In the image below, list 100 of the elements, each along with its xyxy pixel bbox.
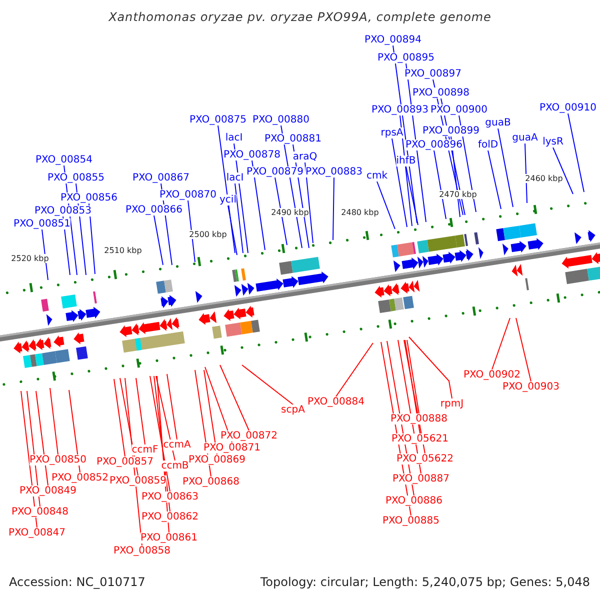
gene-label: PXO_00880 (252, 114, 310, 126)
scale-label: 2480 kbp (341, 208, 379, 216)
gene-label: PXO_00857 (96, 456, 154, 468)
leader-line (400, 115, 412, 226)
gene-label: PXO_00853 (34, 206, 92, 216)
leader-line (498, 128, 514, 208)
footer-text: Accession: NC_010717 (9, 575, 146, 589)
gene-label: ccmB (161, 460, 189, 472)
gene-label: PXO_00885 (382, 516, 440, 526)
gene-label: guaA (512, 132, 538, 144)
gene-label: lacI (225, 132, 243, 144)
leader-line (154, 215, 164, 266)
gene-label: PXO_00899 (422, 126, 480, 136)
leader-line (392, 138, 408, 228)
gene-label: PXO_00878 (224, 150, 280, 160)
gene-label: ycil (220, 194, 236, 206)
gene-label: PXO_00881 (264, 134, 322, 144)
leader-line (336, 342, 374, 397)
gene-label: ccmA (163, 440, 191, 450)
scale-label: 2460 kbp (525, 174, 563, 182)
gene-label: PXO_00848 (12, 506, 68, 518)
gene-label: rpsA (380, 128, 404, 138)
leader-line (156, 376, 176, 461)
leader-line (404, 340, 420, 434)
gene-label: PXO_00900 (430, 104, 488, 116)
gene-label: PXO_00888 (390, 414, 448, 424)
gene-label: araQ (292, 152, 318, 162)
leader-line (136, 378, 146, 445)
leader-line (252, 160, 266, 250)
footer-text: Topology: circular; Length: 5,240,075 bp; Genes: 5,048 (260, 575, 590, 589)
leader-line (50, 388, 58, 455)
gene-label: PXO_00856 (60, 192, 118, 204)
gene-label: PXO_00852 (52, 472, 108, 484)
gene-label: PXO_00866 (126, 204, 182, 216)
gene-label: guaB (485, 118, 511, 128)
gene-label: PXO_00870 (160, 190, 216, 200)
gene-label: PXO_00886 (386, 496, 442, 506)
leader-line (220, 364, 250, 431)
leader-line (488, 150, 502, 210)
leader-line (406, 340, 420, 414)
leader-line (274, 177, 288, 246)
gene-label: lacI (226, 172, 244, 184)
leader-line (492, 318, 510, 370)
gene-label: PXO_00896 (406, 140, 462, 150)
leader-line (234, 183, 244, 254)
leader-line (218, 125, 236, 254)
leader-line (114, 378, 126, 457)
gene-label: PXO_00897 (404, 68, 462, 80)
leader-line (150, 376, 170, 492)
gene-label: PXO_00883 (306, 166, 362, 178)
gene-label: PXO_00847 (8, 528, 66, 538)
gene-label: PXO_00855 (48, 172, 104, 184)
gene-label: PXO_00871 (204, 442, 260, 454)
leader-line (434, 150, 446, 220)
gene-label: PXO_00879 (246, 166, 304, 178)
gene-label: rpmJ (440, 398, 464, 410)
scale-label: 2510 kbp (104, 246, 142, 254)
gene-label: PXO_00875 (190, 114, 246, 126)
gene-label: ccmF (132, 444, 158, 456)
gene-label: PXO_00850 (30, 454, 86, 466)
leader-line (568, 113, 584, 192)
leader-line (188, 200, 196, 262)
gene-label: PXO_00859 (110, 476, 166, 486)
gene-label: PXO_00872 (220, 430, 278, 442)
scale-label: 2500 kbp (189, 230, 227, 238)
scale-label: 2470 kbp (439, 190, 477, 198)
leader-line (166, 374, 178, 440)
leader-line (304, 162, 314, 244)
leader-line (332, 177, 334, 240)
leader-line (36, 390, 48, 486)
leader-line (234, 143, 248, 254)
leader-line (242, 364, 294, 405)
gene-label: scpA (281, 404, 305, 416)
gene-label: PXO_00862 (142, 512, 198, 522)
gene-label: PXO_05622 (396, 454, 454, 464)
leader-line (204, 370, 218, 455)
gene-label: PXO_00910 (540, 102, 596, 114)
leader-line (88, 203, 96, 274)
gene-label: PXO_00854 (36, 154, 92, 166)
gene-label: PXO_00869 (188, 454, 246, 466)
gene-label: PXO_00851 (14, 218, 70, 230)
gene-label: PXO_00903 (502, 382, 560, 392)
gene-label: ihfB (396, 156, 416, 166)
title: Xanthomonas oryzae pv. oryzae PXO99A, complete genome (108, 10, 492, 24)
gene-label: PXO_00861 (140, 532, 198, 544)
scale-label: 2490 kbp (271, 208, 309, 216)
gene-label: folD (478, 140, 498, 150)
gene-label: PXO_00887 (392, 474, 450, 484)
gene-label: PXO_00894 (364, 34, 422, 46)
gene-label: PXO_00898 (412, 88, 470, 98)
gene-label: PXO_00868 (182, 476, 240, 488)
gene-label: PXO_00902 (464, 370, 520, 380)
gene-label: PXO_00849 (20, 486, 76, 496)
gene-label: PXO_00867 (132, 172, 190, 184)
leader-line (228, 205, 238, 256)
gene-label: PXO_00895 (378, 52, 434, 64)
gene-label: PXO_00893 (372, 104, 428, 116)
leader-line (552, 147, 574, 194)
leader-line (408, 336, 452, 399)
gene-label: cmk (366, 170, 388, 182)
